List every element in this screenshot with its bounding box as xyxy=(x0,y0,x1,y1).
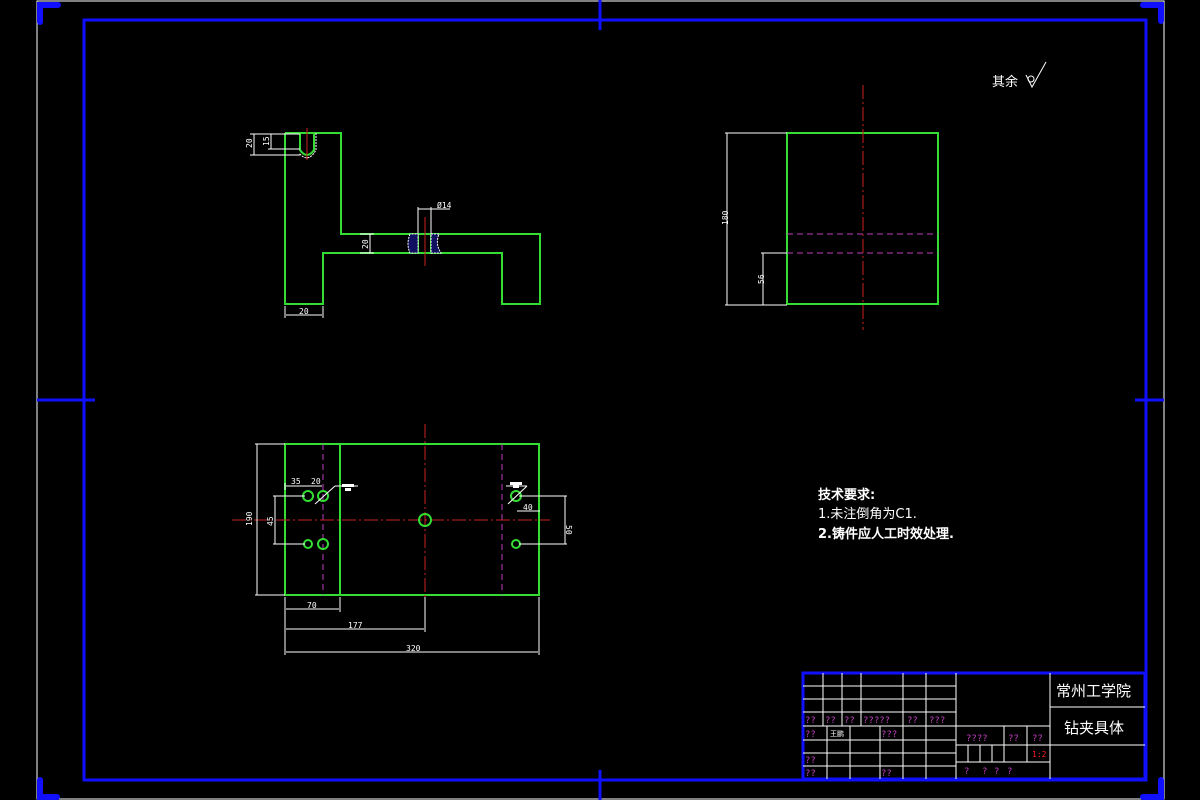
tb-cell: ? xyxy=(964,767,969,777)
part-name: 钻夹具体 xyxy=(1064,719,1124,737)
surface-finish-icon xyxy=(1025,61,1047,89)
dim-177: 177 xyxy=(348,621,363,630)
corner-marks xyxy=(37,2,1164,800)
dim-20: 20 xyxy=(311,477,321,486)
roughness-note: 其余 xyxy=(992,61,1047,90)
front-view: 20 15 Ø14 20 20 xyxy=(245,128,541,318)
sheet-border xyxy=(36,0,1165,800)
dim-70: 70 xyxy=(307,601,317,610)
dim-leg-width: 20 xyxy=(299,307,309,316)
dim-45: 45 xyxy=(266,516,275,526)
tb-cell: ? xyxy=(994,767,999,777)
tb-cell: ?? xyxy=(1008,734,1019,744)
dim-35: 35 xyxy=(291,477,301,486)
side-view: 180 56 xyxy=(721,85,939,330)
dim-50: 50 xyxy=(564,525,573,535)
tech-requirements: 技术要求: 1.未注倒角为C1. 2.铸件应人工时效处理. xyxy=(818,487,954,542)
designer-name: 王鹏 xyxy=(830,729,844,738)
dim-slot-height: 20 xyxy=(245,138,254,148)
dim-web-thickness: 20 xyxy=(361,239,370,249)
tb-cell: ? xyxy=(1007,767,1012,777)
dim-height: 180 xyxy=(721,210,730,225)
scale-value: 1:2 xyxy=(1032,750,1047,759)
tb-cell: ?? xyxy=(907,716,918,726)
tb-cell: ????? xyxy=(863,716,890,726)
tb-cell: ??? xyxy=(929,716,945,726)
tb-cell: ?? xyxy=(805,730,816,740)
tb-cell: ?? xyxy=(805,769,816,779)
dim-40: 40 xyxy=(523,503,533,512)
tb-cell: ?? xyxy=(825,716,836,726)
tb-cell: ???? xyxy=(966,734,988,744)
tb-cell: ?? xyxy=(844,716,855,726)
title-block: 常州工学院 钻夹具体 ?? ?? ?? ????? ?? ??? ?? 王鹏 ?… xyxy=(801,671,1147,781)
dim-hole-offset: 56 xyxy=(757,274,766,284)
tb-cell: ?? xyxy=(805,716,816,726)
drawing-frame xyxy=(82,18,1148,782)
tb-cell: ? xyxy=(982,767,987,777)
dim-slot-depth: 15 xyxy=(262,136,271,146)
tech-req-title: 技术要求: xyxy=(818,487,875,503)
tb-cell: ?? xyxy=(805,756,816,766)
centering-marks xyxy=(37,0,1164,800)
tb-cell: ?? xyxy=(881,769,892,779)
dim-hole-dia: Ø14 xyxy=(437,200,452,210)
dim-320: 320 xyxy=(406,644,421,653)
school-name: 常州工学院 xyxy=(1056,682,1131,700)
tb-cell: ??? xyxy=(881,730,897,740)
dim-190: 190 xyxy=(245,511,254,526)
tech-req-item-2: 2.铸件应人工时效处理. xyxy=(818,526,954,542)
tech-req-item-1: 1.未注倒角为C1. xyxy=(818,507,917,522)
roughness-label: 其余 xyxy=(992,74,1018,90)
top-view: 190 45 35 20 40 50 70 177 320 xyxy=(232,424,573,655)
tb-cell: ?? xyxy=(1032,734,1043,744)
